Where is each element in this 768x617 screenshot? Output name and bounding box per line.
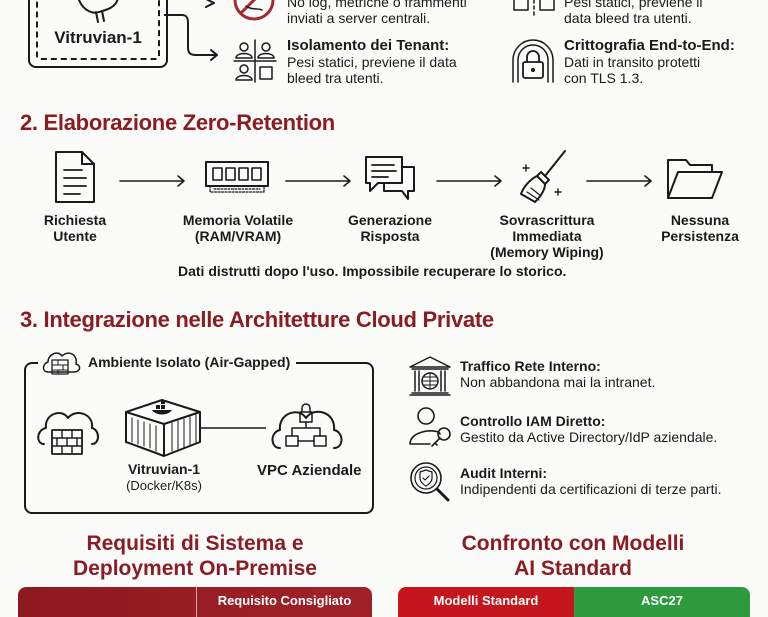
model-card-dashed <box>36 0 160 60</box>
feature-server-desc: Pesi statici, previene il data bleed tra… <box>564 0 703 26</box>
vpc-label: VPC Aziendale <box>257 462 362 479</box>
broom-icon <box>520 150 566 203</box>
air-gapped-label: Ambiente Isolato (Air-Gapped) <box>88 354 291 370</box>
docker-container-icon <box>125 399 201 457</box>
air-gapped-header: Ambiente Isolato (Air-Gapped) <box>38 344 297 380</box>
tenant-isolation-icon <box>233 39 277 83</box>
step-label-2: Memoria Volatile (RAM/VRAM) <box>182 212 294 244</box>
section-2-title: 2. Elaborazione Zero-Retention <box>20 110 335 135</box>
ram-icon <box>205 161 269 193</box>
arrow-1-icon <box>119 175 185 187</box>
requirements-title: Requisiti di Sistema e Deployment On-Pre… <box>73 532 317 580</box>
step-label-5: Nessuna Persistenza <box>661 212 739 244</box>
arrow-3-icon <box>436 175 502 187</box>
feature-iam-control: Controllo IAM Diretto: Gestito da Active… <box>460 413 718 445</box>
chat-icon <box>365 156 415 200</box>
feature-no-log-desc: No log, metriche o frammenti inviati a s… <box>287 0 467 26</box>
arrow-2-icon <box>285 175 351 187</box>
vpc-cloud-icon <box>271 403 343 449</box>
document-icon <box>55 151 95 203</box>
comparison-title: Confronto con Modelli AI Standard <box>461 532 685 580</box>
feature-network-traffic: Traffico Rete Interno: Non abbandona mai… <box>460 358 656 390</box>
lock-tunnel-icon <box>512 39 554 83</box>
comparison-header-asc27: ASC27 <box>574 587 750 617</box>
comparison-table-header: Modelli Standard ASC27 <box>398 587 750 617</box>
cloud-firewall-small-icon <box>42 352 81 375</box>
server-rack-icon <box>513 0 555 19</box>
cloud-firewall-icon <box>37 412 99 455</box>
requirements-header-col-1 <box>18 587 197 617</box>
requirements-header-col-2: Requisito Consigliato <box>217 593 352 608</box>
audit-magnifier-icon <box>410 462 450 502</box>
requirements-table-header: Requisito Consigliato <box>18 587 372 617</box>
feature-internal-audit: Audit Interni: Indipendenti da certifica… <box>460 465 722 497</box>
bank-globe-icon <box>409 356 451 396</box>
section-2-caption: Dati distrutti dopo l'uso. Impossibile r… <box>178 263 567 279</box>
model-card-label: Vitruvian-1 <box>54 28 142 47</box>
connection-line <box>200 427 266 429</box>
user-key-icon <box>409 407 451 447</box>
brain-icon <box>78 0 119 23</box>
no-log-icon <box>233 0 275 21</box>
connector-arrows <box>164 0 218 61</box>
step-label-3: Generazione Risposta <box>347 212 433 244</box>
container-label: Vitruvian-1 (Docker/K8s) <box>126 461 202 493</box>
arrow-4-icon <box>586 175 652 187</box>
section-3-title: 3. Integrazione nelle Architetture Cloud… <box>20 307 494 332</box>
step-label-4: Sovrascrittura Immediata (Memory Wiping) <box>490 212 604 260</box>
folder-icon <box>667 159 723 199</box>
step-label-1: Richiesta Utente <box>43 212 107 244</box>
comparison-header-standard: Modelli Standard <box>398 587 574 617</box>
feature-encryption: Crittografia End-to-End: Dati in transit… <box>564 37 735 87</box>
model-card: Vitruvian-1 <box>28 0 168 68</box>
feature-tenant-isolation: Isolamento dei Tenant: Pesi statici, pre… <box>287 37 457 87</box>
